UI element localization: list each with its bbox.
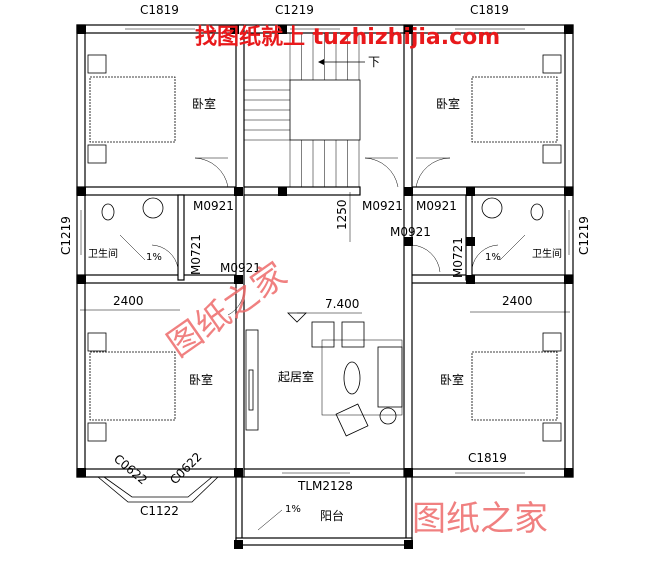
dimension-lines [80,192,570,531]
stair-arrow-head [318,59,324,65]
window-top-mid: C1219 [275,3,314,17]
walls [76,24,574,548]
door-swing [227,284,245,316]
door-bath-left: M0721 [189,234,203,275]
room-bath-left: 卫生间 [88,247,118,260]
bath-fixtures [101,197,544,221]
slope-left: 1% [146,252,162,263]
room-bedroom-top-left: 卧室 [192,96,216,111]
dim-right-room: 2400 [502,294,533,308]
stair-down-label: 下 [368,55,380,69]
door-swing [364,157,399,188]
wall-mid-left [76,186,238,196]
door-bath-right: M0721 [451,237,465,278]
columns [77,25,573,549]
wall-bath-partition-left [177,194,185,281]
dim-corridor: 1250 [335,199,349,230]
window-bottom-right: C1819 [468,451,507,465]
bay-window-outer [97,476,219,503]
window-top-left: C1819 [140,3,179,17]
wall-bath-left [76,274,238,284]
room-balcony: 阳台 [320,508,344,523]
bed-bottom-right [471,332,562,442]
wall-mid-right [404,186,574,196]
stair-landing [289,79,361,141]
balcony-rail [235,537,413,546]
wall-inner-left [235,24,245,478]
window-right-bath: C1219 [577,216,591,255]
door-swing [151,244,179,269]
bed-top-left [87,54,176,164]
bay-window [103,476,213,498]
door-label: M0921 [220,261,261,275]
window-top-right: C1819 [470,3,509,17]
door-label: M0921 [416,199,457,213]
door-swing [471,244,499,269]
watermark-bottom: 图纸之家 [412,499,548,539]
dim-left-room: 2400 [113,294,144,308]
door-label: M0921 [362,199,403,213]
room-bedroom-bottom-left: 卧室 [189,372,213,387]
doors [151,157,499,316]
sofa-set [311,321,403,437]
wall-stair-bottom [235,186,361,196]
door-swing [194,157,229,188]
slope-right: 1% [485,252,501,263]
room-bedroom-top-right: 卧室 [436,96,460,111]
window-left-bath: C1219 [59,216,73,255]
window-bay-front: C1122 [140,504,179,518]
room-bedroom-bottom-right: 卧室 [440,372,464,387]
door-swing [411,244,441,273]
door-swing [415,157,451,188]
door-label: M0921 [390,225,431,239]
wall-inner-right [403,24,413,478]
furniture [87,54,562,442]
door-label: M0921 [193,199,234,213]
window-lines [80,28,570,474]
elevation-mark: 7.400 [325,297,359,311]
room-living: 起居室 [278,369,314,384]
slope-balcony: 1% [285,504,301,515]
staircase[interactable]: 下 [244,33,380,187]
wall-bath-right [410,274,574,284]
bed-top-right [471,54,562,164]
bed-bottom-left [87,332,176,442]
door-balcony: TLM2128 [297,479,353,493]
room-bath-right: 卫生间 [532,247,562,260]
balcony-wall-left [235,476,243,548]
watermark-top: 找图纸就上 tuzhizhijia.com [195,24,500,50]
tv-cabinet [245,329,259,431]
